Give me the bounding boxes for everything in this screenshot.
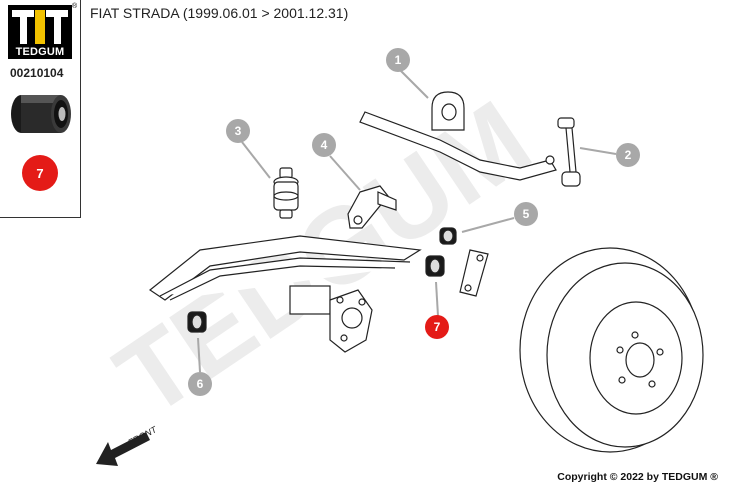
part-number: 00210104	[10, 66, 64, 80]
part-sidebar: TEDGUM ® 00210104 7	[0, 0, 81, 218]
shackle-plate	[459, 249, 489, 297]
callout-4-label: 4	[321, 138, 328, 152]
leaf-spring	[148, 235, 422, 301]
bushing-photo	[7, 92, 75, 136]
stabilizer-link	[545, 117, 581, 187]
callout-3[interactable]: 3	[226, 119, 250, 143]
tedgum-logo-mark	[8, 5, 72, 47]
shackle-bracket	[347, 185, 397, 229]
callout-leaders	[197, 69, 617, 373]
bushing-7	[425, 255, 445, 277]
callout-5[interactable]: 5	[514, 202, 538, 226]
stabilizer-bar	[359, 111, 557, 181]
wheel	[519, 247, 704, 453]
callout-6[interactable]: 6	[188, 372, 212, 396]
selected-part-badge: 7	[22, 155, 58, 191]
callout-2[interactable]: 2	[616, 143, 640, 167]
bushing-6	[187, 311, 207, 333]
callout-7-label: 7	[434, 320, 441, 334]
tedgum-logo	[8, 5, 72, 63]
callout-2-label: 2	[625, 148, 632, 162]
bump-stop	[273, 167, 299, 219]
callout-7[interactable]: 7	[425, 315, 449, 339]
callout-5-label: 5	[523, 207, 530, 221]
callout-3-label: 3	[235, 124, 242, 138]
vehicle-title: FIAT STRADA (1999.06.01 > 2001.12.31)	[90, 5, 349, 21]
stabilizer-bushing	[431, 91, 465, 131]
axle-hub	[289, 285, 373, 353]
callout-1[interactable]: 1	[386, 48, 410, 72]
bushing-5	[439, 227, 457, 245]
front-arrow: FRONT	[96, 424, 160, 466]
callout-4[interactable]: 4	[312, 133, 336, 157]
callout-6-label: 6	[197, 377, 204, 391]
callout-1-label: 1	[395, 53, 402, 67]
registered-mark: ®	[72, 3, 78, 10]
copyright-notice: Copyright © 2022 by TEDGUM ®	[557, 471, 718, 483]
front-label: FRONT	[126, 424, 159, 448]
logo-wordmark: TEDGUM	[8, 45, 72, 59]
